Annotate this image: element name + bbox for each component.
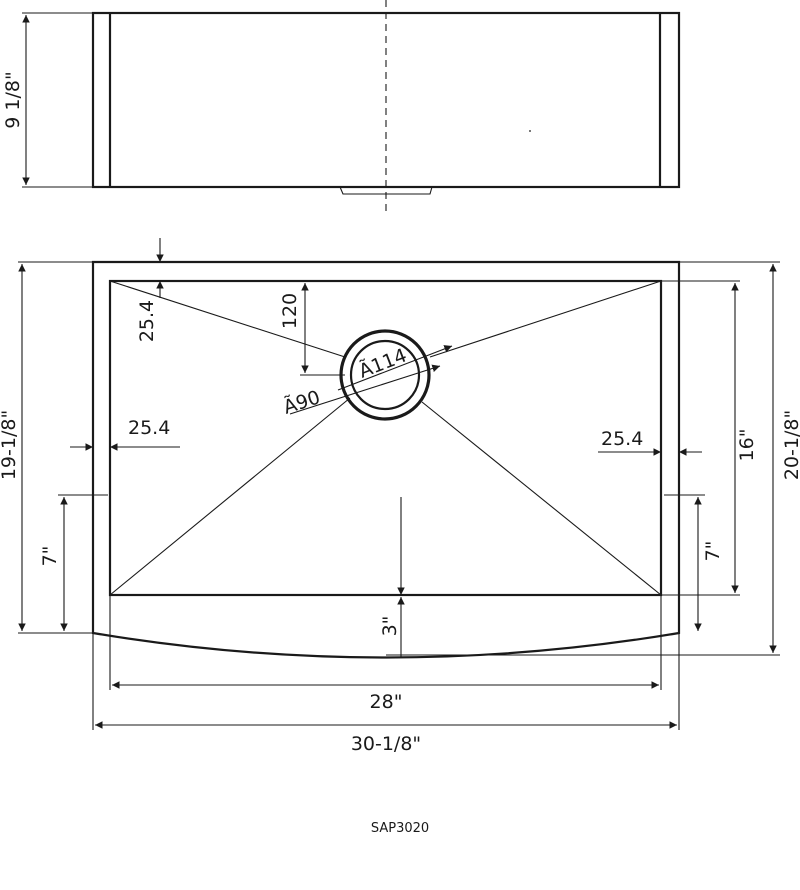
right-apron-label: 7"	[702, 541, 724, 562]
drain-inner-label: Ã90	[280, 385, 322, 418]
overall-width-label: 30-1/8"	[351, 733, 421, 755]
top-view: 25.4 120 Ã114 Ã90 25.4 25.4 19-1/8" 7" 2…	[0, 238, 800, 755]
front-mark-dot	[529, 130, 531, 132]
drain-inner-leader	[289, 364, 441, 415]
bowl-depth-label: 16"	[736, 429, 758, 462]
left-margin-label: 25.4	[128, 417, 170, 439]
drain-outer-ring	[339, 329, 431, 421]
front-height-label: 9 1/8"	[2, 71, 24, 128]
front-view: 9 1/8"	[2, 0, 681, 212]
drain-outlet-profile	[339, 186, 433, 195]
model-label: SAP3020	[371, 821, 429, 836]
sink-outer-outline	[91, 260, 681, 659]
drain-outer-leader	[337, 345, 453, 391]
right-margin-label: 25.4	[601, 428, 643, 450]
bowl-outline	[108, 279, 663, 597]
slope-line-top-right	[429, 280, 662, 358]
drain-offset-label: 120	[279, 293, 301, 329]
slope-line-bottom-right	[421, 401, 662, 596]
slope-line-bottom-left	[109, 397, 351, 596]
left-apron-label: 7"	[39, 546, 61, 567]
outer-depth-label: 20-1/8"	[781, 410, 800, 480]
back-margin-label: 25.4	[136, 300, 158, 342]
bowl-width-label: 28"	[370, 691, 403, 713]
inner-depth-label: 19-1/8"	[0, 410, 20, 480]
drain-inner-ring	[349, 339, 421, 411]
apron-bulge-label: 3"	[379, 616, 401, 637]
